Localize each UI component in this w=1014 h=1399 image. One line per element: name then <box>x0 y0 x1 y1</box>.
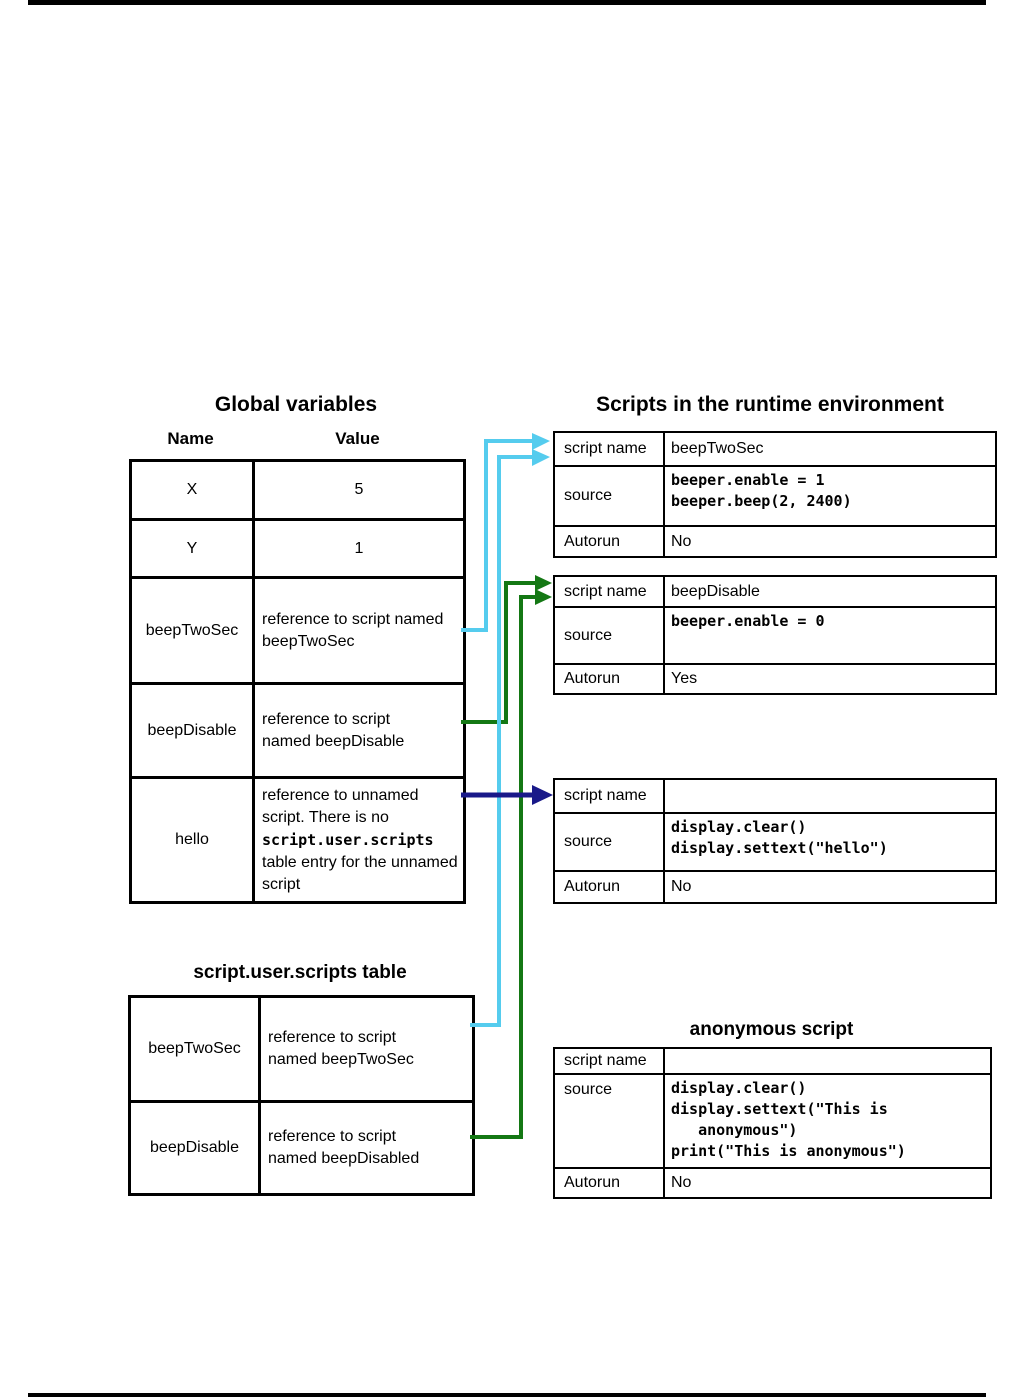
table-row: beepDisable reference to script named be… <box>128 1100 475 1196</box>
code-line: display.settext("This is <box>671 1100 888 1118</box>
table-row: beepTwoSec reference to script named bee… <box>129 576 466 685</box>
top-rule <box>28 0 986 5</box>
variable-value: reference to script named beepDisable <box>252 682 466 779</box>
global-variables-column-headers: Name Value <box>129 429 463 449</box>
table-row: script name beepTwoSec <box>553 431 997 467</box>
script-name-label: script name <box>553 778 665 814</box>
code-line: beeper.enable = 1 <box>671 471 825 489</box>
script-name-value <box>663 778 997 814</box>
table-row: Autorun No <box>553 1167 992 1199</box>
variable-name: beepDisable <box>129 682 255 779</box>
table-row: Y 1 <box>129 518 466 579</box>
source-code: display.clear() display.settext("hello") <box>663 812 997 872</box>
table-row: script name beepDisable <box>553 575 997 608</box>
value-text: table entry for the unnamed script <box>262 853 458 893</box>
table-row: source beeper.enable = 0 <box>553 606 997 665</box>
runtime-script-beepDisable: script name beepDisable source beeper.en… <box>553 575 997 695</box>
runtime-script-unnamed: script name source display.clear() displ… <box>553 778 997 904</box>
arrow-userscripts-beepTwoSec <box>470 455 533 1027</box>
code-line: display.settext("hello") <box>671 839 888 857</box>
value-text: reference to unnamed script. There is no <box>262 786 419 826</box>
arrowhead-userscripts-beepDisable <box>535 589 552 605</box>
variable-value: 5 <box>252 459 466 521</box>
code-line: beeper.beep(2, 2400) <box>671 492 852 510</box>
table-row: beepTwoSec reference to script named bee… <box>128 995 475 1103</box>
source-code: display.clear() display.settext("This is… <box>663 1073 992 1169</box>
source-label: source <box>553 606 665 665</box>
entry-name: beepTwoSec <box>128 995 261 1103</box>
table-row: Autorun No <box>553 870 997 904</box>
arrowhead-global-beepDisable <box>535 575 552 591</box>
source-label: source <box>553 465 665 527</box>
autorun-label: Autorun <box>553 663 665 695</box>
runtime-script-beepTwoSec: script name beepTwoSec source beeper.ena… <box>553 431 997 558</box>
column-header-name: Name <box>167 429 214 448</box>
variable-value: 1 <box>252 518 466 579</box>
table-row: script name <box>553 778 997 814</box>
table-row: Autorun Yes <box>553 663 997 695</box>
arrow-userscripts-beepDisable <box>470 595 536 1139</box>
table-row: X 5 <box>129 459 466 521</box>
source-label: source <box>553 1073 665 1169</box>
anonymous-script-table: script name source display.clear() displ… <box>553 1047 992 1199</box>
bottom-rule <box>28 1393 986 1397</box>
code-line: display.clear() <box>671 818 807 836</box>
table-row: script name <box>553 1047 992 1075</box>
arrowhead-global-hello <box>532 785 553 805</box>
autorun-label: Autorun <box>553 1167 665 1199</box>
variable-value: reference to unnamed script. There is no… <box>252 776 466 904</box>
source-code: beeper.enable = 0 <box>663 606 997 665</box>
code-line: beeper.enable = 0 <box>671 612 825 630</box>
arrow-global-beepTwoSec <box>461 439 533 632</box>
autorun-value: No <box>663 870 997 904</box>
table-row: Autorun No <box>553 525 997 558</box>
table-row: source display.clear() display.settext("… <box>553 1073 992 1169</box>
variable-name: X <box>129 459 255 521</box>
user-scripts-table: beepTwoSec reference to script named bee… <box>128 995 475 1196</box>
entry-value: reference to script named beepDisabled <box>258 1100 475 1196</box>
arrowhead-global-beepTwoSec <box>532 433 550 450</box>
column-header-value: Value <box>335 429 380 448</box>
inline-code: script.user.scripts <box>262 830 434 849</box>
global-variables-title: Global variables <box>214 393 378 416</box>
entry-value: reference to script named beepTwoSec <box>258 995 475 1103</box>
global-variables-table: X 5 Y 1 beepTwoSec reference to script n… <box>129 459 466 904</box>
runtime-scripts-title: Scripts in the runtime environment <box>596 393 944 416</box>
code-line: print("This is anonymous") <box>671 1142 906 1160</box>
variable-name: Y <box>129 518 255 579</box>
variable-value: reference to script named beepTwoSec <box>252 576 466 685</box>
code-line: display.clear() <box>671 1079 807 1097</box>
autorun-value: No <box>663 1167 992 1199</box>
script-name-label: script name <box>553 1047 665 1075</box>
arrow-global-beepDisable <box>461 581 536 724</box>
autorun-value: Yes <box>663 663 997 695</box>
script-name-label: script name <box>553 431 665 467</box>
anonymous-script-title: anonymous script <box>689 1019 854 1040</box>
autorun-value: No <box>663 525 997 558</box>
user-scripts-title: script.user.scripts table <box>193 962 407 983</box>
variable-name: beepTwoSec <box>129 576 255 685</box>
table-row: source beeper.enable = 1 beeper.beep(2, … <box>553 465 997 527</box>
autorun-label: Autorun <box>553 525 665 558</box>
table-row: hello reference to unnamed script. There… <box>129 776 466 904</box>
table-row: beepDisable reference to script named be… <box>129 682 466 779</box>
variable-name: hello <box>129 776 255 904</box>
source-label: source <box>553 812 665 872</box>
script-name-value <box>663 1047 992 1075</box>
table-row: source display.clear() display.settext("… <box>553 812 997 872</box>
code-line: anonymous") <box>671 1121 798 1139</box>
autorun-label: Autorun <box>553 870 665 904</box>
source-code: beeper.enable = 1 beeper.beep(2, 2400) <box>663 465 997 527</box>
script-name-value: beepDisable <box>663 575 997 608</box>
arrowhead-userscripts-beepTwoSec <box>532 449 550 466</box>
entry-name: beepDisable <box>128 1100 261 1196</box>
script-name-label: script name <box>553 575 665 608</box>
script-name-value: beepTwoSec <box>663 431 997 467</box>
